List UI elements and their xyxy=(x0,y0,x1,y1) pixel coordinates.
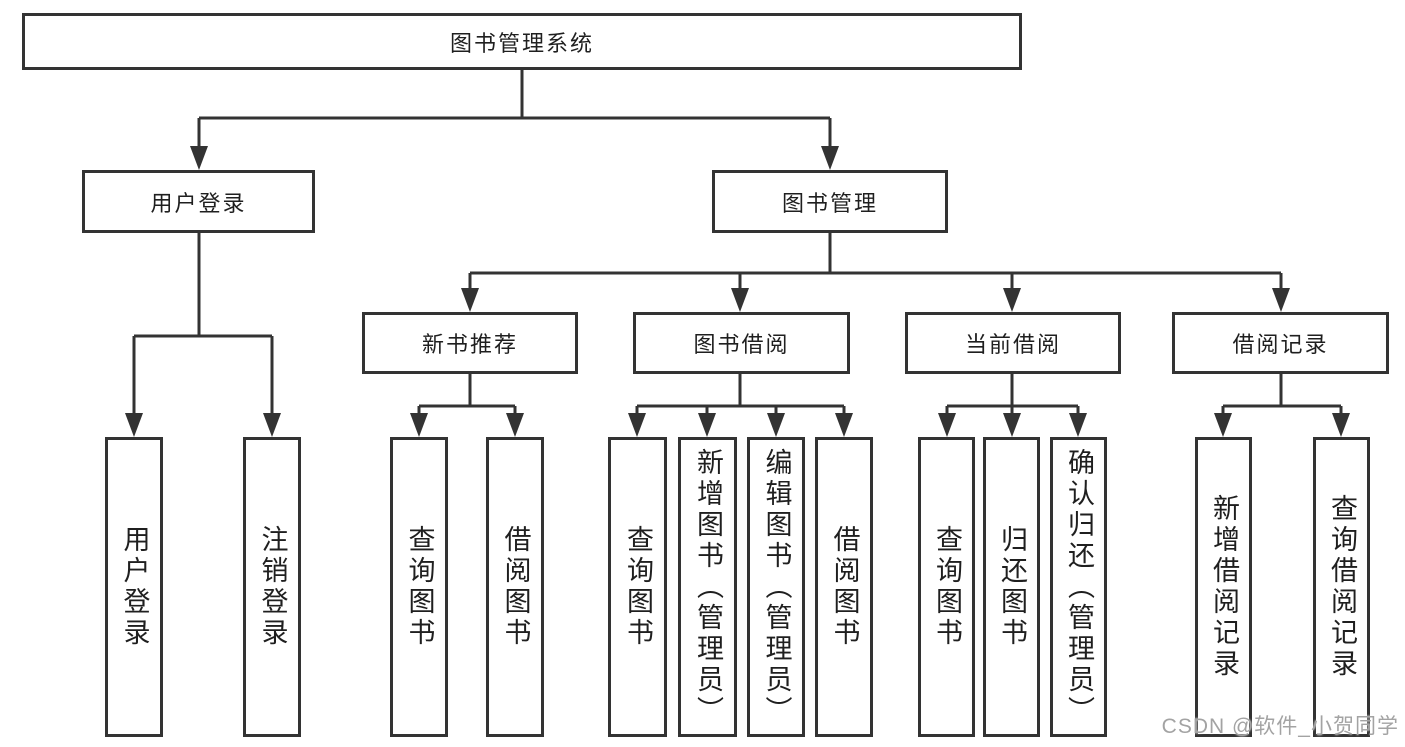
node-borrowing-records: 借阅记录 xyxy=(1172,312,1389,374)
leaf-current-return-book: 归还图书 xyxy=(983,437,1040,737)
connector-newbook-to-leaves xyxy=(417,374,517,415)
leaf-borrow-borrow-book: 借阅图书 xyxy=(815,437,873,737)
node-label: 查询图书 xyxy=(932,525,962,649)
node-label: 当前借阅 xyxy=(964,332,1061,357)
node-label: 用户登录 xyxy=(119,525,150,649)
arrow-down-icon xyxy=(125,413,143,437)
connector-userlogin-to-leaves xyxy=(132,232,274,415)
node-label: 查询图书 xyxy=(623,525,653,649)
arrow-down-icon xyxy=(821,146,839,170)
arrow-down-icon xyxy=(835,413,853,437)
node-label: 图书管理系统 xyxy=(449,30,594,56)
node-book-borrowing: 图书借阅 xyxy=(633,312,850,374)
node-book-management: 图书管理 xyxy=(712,170,948,233)
node-label: 借阅记录 xyxy=(1232,332,1329,357)
arrow-down-icon xyxy=(190,146,208,170)
node-current-borrowing: 当前借阅 xyxy=(905,312,1121,374)
node-label: 确认归还（管理员） xyxy=(1064,447,1094,727)
node-label: 借阅图书 xyxy=(500,525,531,649)
node-label: 图书借阅 xyxy=(693,332,790,357)
leaf-record-add-borrow-record: 新增借阅记录 xyxy=(1195,437,1252,737)
connector-root-to-level2 xyxy=(197,70,832,148)
node-label: 用户登录 xyxy=(150,190,247,216)
csdn-watermark: CSDN @软件_小贺同学 xyxy=(1161,715,1399,738)
leaf-borrow-edit-book-admin: 编辑图书（管理员） xyxy=(747,437,805,737)
leaf-borrow-add-book-admin: 新增图书（管理员） xyxy=(678,437,737,737)
node-label: 新增图书（管理员） xyxy=(693,447,723,727)
arrow-down-icon xyxy=(731,288,749,312)
leaf-current-query-book: 查询图书 xyxy=(918,437,975,737)
connector-borrow-to-leaves xyxy=(635,374,846,415)
arrow-down-icon xyxy=(410,413,428,437)
node-user-login: 用户登录 xyxy=(82,170,315,233)
node-label: 编辑图书（管理员） xyxy=(761,447,792,727)
arrow-down-icon xyxy=(1003,288,1021,312)
connector-bookmgmt-to-level3 xyxy=(468,232,1283,290)
leaf-user-login: 用户登录 xyxy=(105,437,163,737)
node-label: 归还图书 xyxy=(997,525,1027,649)
connector-record-to-leaves xyxy=(1221,374,1343,415)
arrow-down-icon xyxy=(938,413,956,437)
arrow-down-icon xyxy=(698,413,716,437)
leaf-logout: 注销登录 xyxy=(243,437,301,737)
arrow-down-icon xyxy=(1214,413,1232,437)
arrow-down-icon xyxy=(506,413,524,437)
node-label: 新书推荐 xyxy=(421,332,518,357)
node-root-library-system: 图书管理系统 xyxy=(22,13,1022,70)
connector-current-to-leaves xyxy=(945,374,1080,415)
arrowheads xyxy=(125,146,1350,437)
arrow-down-icon xyxy=(628,413,646,437)
leaf-record-query-borrow-record: 查询借阅记录 xyxy=(1313,437,1370,737)
node-label: 查询借阅记录 xyxy=(1327,494,1357,680)
arrow-down-icon xyxy=(461,288,479,312)
node-new-book-recommend: 新书推荐 xyxy=(362,312,578,374)
node-label: 新增借阅记录 xyxy=(1209,494,1239,680)
leaf-current-confirm-return-admin: 确认归还（管理员） xyxy=(1050,437,1107,737)
node-label: 查询图书 xyxy=(404,525,435,649)
node-label: 注销登录 xyxy=(257,525,288,649)
leaf-newbook-borrow-book: 借阅图书 xyxy=(486,437,544,737)
arrow-down-icon xyxy=(1332,413,1350,437)
arrow-down-icon xyxy=(1003,413,1021,437)
node-label: 借阅图书 xyxy=(829,525,860,649)
arrow-down-icon xyxy=(1272,288,1290,312)
arrow-down-icon xyxy=(263,413,281,437)
node-label: 图书管理 xyxy=(781,190,878,216)
arrow-down-icon xyxy=(1069,413,1087,437)
leaf-newbook-query-book: 查询图书 xyxy=(390,437,448,737)
arrow-down-icon xyxy=(767,413,785,437)
leaf-borrow-query-book: 查询图书 xyxy=(608,437,667,737)
